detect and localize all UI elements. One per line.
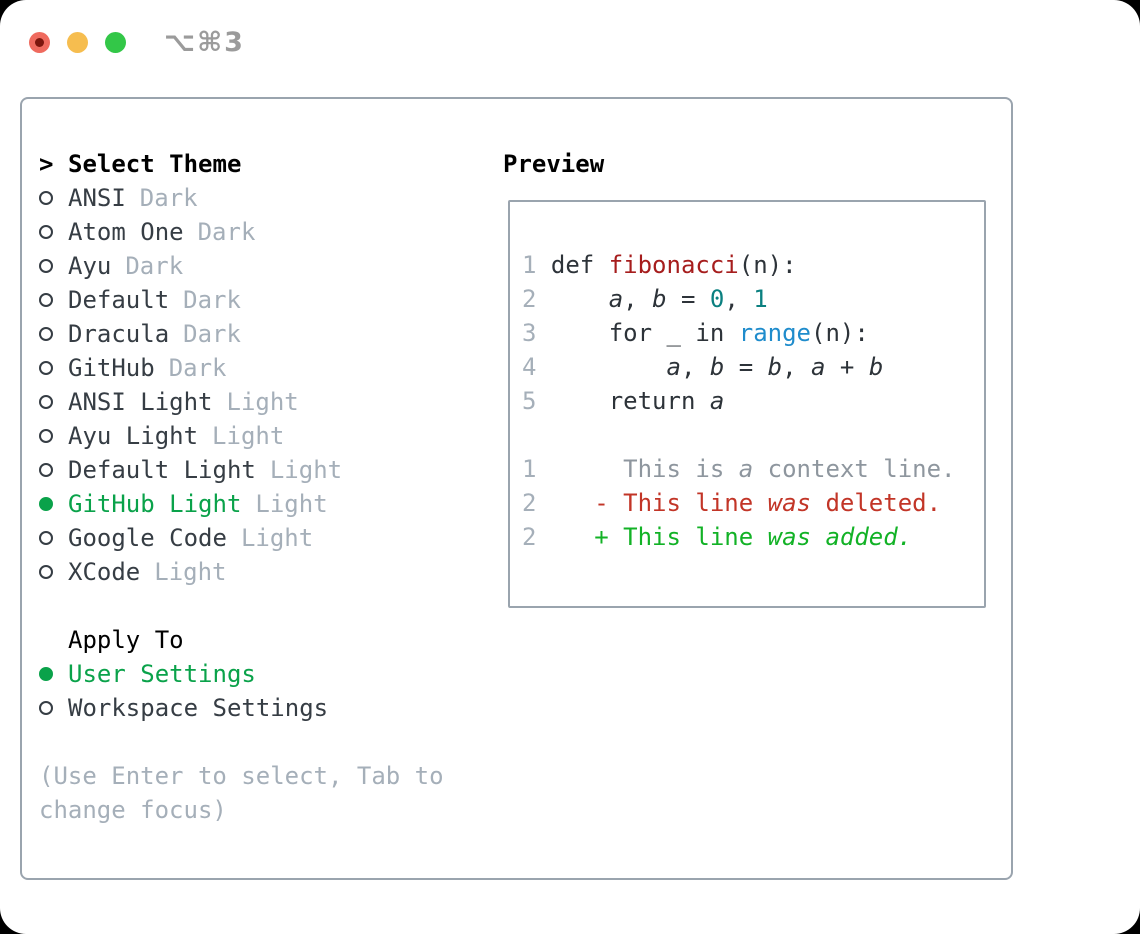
code-line bbox=[522, 418, 956, 452]
theme-variant-label: Light bbox=[240, 524, 314, 552]
theme-variant-label: Dark bbox=[168, 354, 227, 382]
close-button[interactable] bbox=[29, 32, 50, 53]
option-label: User Settings bbox=[68, 660, 256, 688]
radio-icon bbox=[39, 327, 53, 341]
theme-variant-label: Light bbox=[154, 558, 227, 586]
theme-option-default-light[interactable]: Default Light Light bbox=[39, 453, 444, 487]
radio-icon bbox=[39, 531, 53, 545]
spacer-row bbox=[39, 725, 444, 759]
code-line: 1 def fibonacci(n): bbox=[522, 251, 797, 279]
radio-icon bbox=[39, 395, 53, 409]
option-label: GitHub Light bbox=[68, 490, 242, 518]
window-title: ⌥⌘3 bbox=[164, 27, 245, 58]
radio-icon bbox=[39, 293, 53, 307]
theme-variant-label: Dark bbox=[183, 320, 241, 348]
theme-option-google-code[interactable]: Google Code Light bbox=[39, 521, 444, 555]
hint-line-2: change focus) bbox=[39, 796, 227, 824]
theme-option-atom-one[interactable]: Atom One Dark bbox=[39, 215, 444, 249]
option-label: Atom One bbox=[68, 218, 184, 246]
radio-icon bbox=[39, 463, 53, 477]
option-label: XCode bbox=[68, 558, 141, 586]
spacer-row bbox=[39, 589, 444, 623]
option-label: Google Code bbox=[68, 524, 227, 552]
option-label: Default bbox=[68, 286, 170, 314]
option-label: GitHub bbox=[68, 354, 155, 382]
theme-option-github-light[interactable]: GitHub Light Light bbox=[39, 487, 444, 521]
apply-option-workspace-settings[interactable]: Workspace Settings bbox=[39, 691, 444, 725]
radio-selected-icon bbox=[39, 497, 53, 511]
theme-variant-label: Dark bbox=[139, 184, 198, 212]
minimize-button[interactable] bbox=[67, 32, 88, 53]
titlebar: ⌥⌘3 bbox=[29, 27, 245, 58]
theme-option-ansi[interactable]: ANSI Dark bbox=[39, 181, 444, 215]
code-line: 2 - This line was deleted. bbox=[522, 489, 942, 517]
option-label: ANSI bbox=[68, 184, 126, 212]
option-label: ANSI Light bbox=[68, 388, 213, 416]
preview-title: Preview bbox=[503, 150, 605, 178]
code-line: 3 for _ in range(n): bbox=[522, 319, 869, 347]
theme-option-default[interactable]: Default Dark bbox=[39, 283, 444, 317]
apply-to-title: Apply To bbox=[68, 626, 184, 654]
option-label: Ayu bbox=[68, 252, 112, 280]
code-line: 2 + This line was added. bbox=[522, 523, 913, 551]
theme-option-dracula[interactable]: Dracula Dark bbox=[39, 317, 444, 351]
code-line: 1 This is a context line. bbox=[522, 455, 956, 483]
zoom-button[interactable] bbox=[105, 32, 126, 53]
code-line: 4 a, b = b, a + b bbox=[522, 353, 884, 381]
option-label: Default Light bbox=[68, 456, 256, 484]
option-label: Dracula bbox=[68, 320, 170, 348]
code-line: 5 return a bbox=[522, 387, 725, 415]
theme-variant-label: Light bbox=[255, 490, 328, 518]
radio-icon bbox=[39, 361, 53, 375]
theme-variant-label: Light bbox=[226, 388, 299, 416]
theme-option-ayu-light[interactable]: Ayu Light Light bbox=[39, 419, 444, 453]
theme-option-xcode[interactable]: XCode Light bbox=[39, 555, 444, 589]
radio-icon bbox=[39, 225, 53, 239]
select-theme-header: > Select Theme bbox=[39, 147, 444, 181]
theme-variant-label: Dark bbox=[197, 218, 256, 246]
theme-option-ansi-light[interactable]: ANSI Light Light bbox=[39, 385, 444, 419]
theme-option-ayu[interactable]: Ayu Dark bbox=[39, 249, 444, 283]
radio-icon bbox=[39, 259, 53, 273]
theme-option-github[interactable]: GitHub Dark bbox=[39, 351, 444, 385]
apply-option-user-settings[interactable]: User Settings bbox=[39, 657, 444, 691]
apply-to-header: Apply To bbox=[39, 623, 444, 657]
radio-icon bbox=[39, 429, 53, 443]
theme-variant-label: Light bbox=[269, 456, 343, 484]
radio-icon bbox=[39, 701, 53, 715]
radio-icon bbox=[39, 565, 53, 579]
theme-variant-label: Light bbox=[212, 422, 285, 450]
option-label: Ayu Light bbox=[68, 422, 199, 450]
code-preview: 1 def fibonacci(n): 2 a, b = 0, 1 3 for _ … bbox=[522, 248, 956, 554]
hint-line-1: (Use Enter to select, Tab to bbox=[39, 762, 444, 790]
theme-variant-label: Dark bbox=[125, 252, 184, 280]
select-theme-title: Select Theme bbox=[68, 150, 242, 178]
option-label: Workspace Settings bbox=[68, 694, 329, 722]
code-line: 2 a, b = 0, 1 bbox=[522, 285, 768, 313]
theme-variant-label: Dark bbox=[183, 286, 241, 314]
prompt-icon: > bbox=[39, 150, 54, 178]
radio-icon bbox=[39, 191, 53, 205]
radio-selected-icon bbox=[39, 667, 53, 681]
preview-pane: 1 def fibonacci(n): 2 a, b = 0, 1 3 for _ … bbox=[508, 200, 986, 608]
